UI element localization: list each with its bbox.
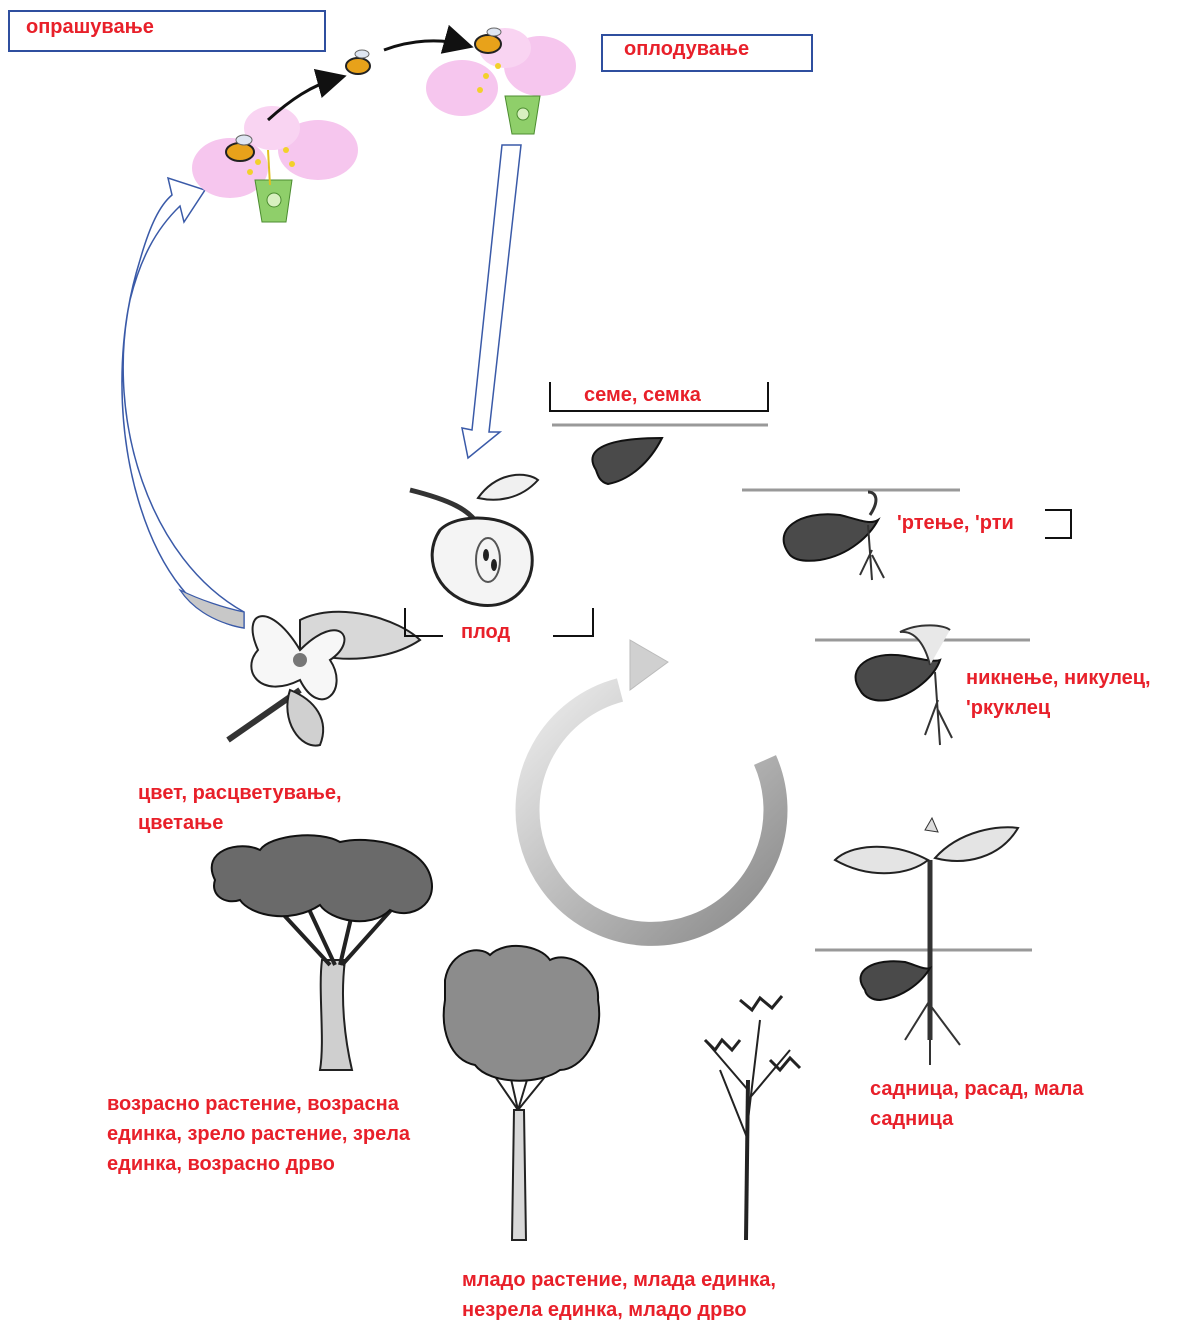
seed-label: семе, семка [584,380,701,411]
pollination-label: опрашување [26,12,154,43]
down-arrow-icon [462,145,521,458]
fertilization-label: оплодување [624,34,749,65]
seedling-label-line1: садница, расад, мала [870,1074,1083,1105]
sapling-icon [705,996,800,1240]
mature-tree-icon [212,835,432,1070]
sprouting-label-line2: 'ркуклец [966,693,1050,724]
young-label-line1: младо растение, млада единка, [462,1265,776,1296]
seed-icon [552,425,768,484]
flying-bee-icon [346,50,370,74]
adult-label-line1: возрасно растение, возрасна [107,1089,399,1120]
adult-label-line2: единка, зрело растение, зрела [107,1119,410,1150]
blossom-icon [228,612,420,746]
germination-label: 'ртење, 'рти [897,508,1014,539]
young-tree-icon [444,946,599,1240]
young-label-line2: незрела единка, младо дрво [462,1295,747,1322]
sprouting-label-line1: никнење, никулец, [966,663,1151,694]
cycle-arrow-icon [527,640,775,934]
flower-label-line1: цвет, расцветување, [138,778,342,809]
seedling-icon [815,818,1032,1065]
adult-label-line3: единка, возрасно дрво [107,1149,335,1180]
seedling-label-line2: садница [870,1104,953,1135]
fruit-label: плод [461,617,510,648]
return-arrow-icon [122,178,244,628]
bee-on-flower-icon [475,28,501,53]
pollination-flower-icon [192,106,358,222]
apple-icon [410,475,538,606]
flower-label-line2: цветање [138,808,223,839]
